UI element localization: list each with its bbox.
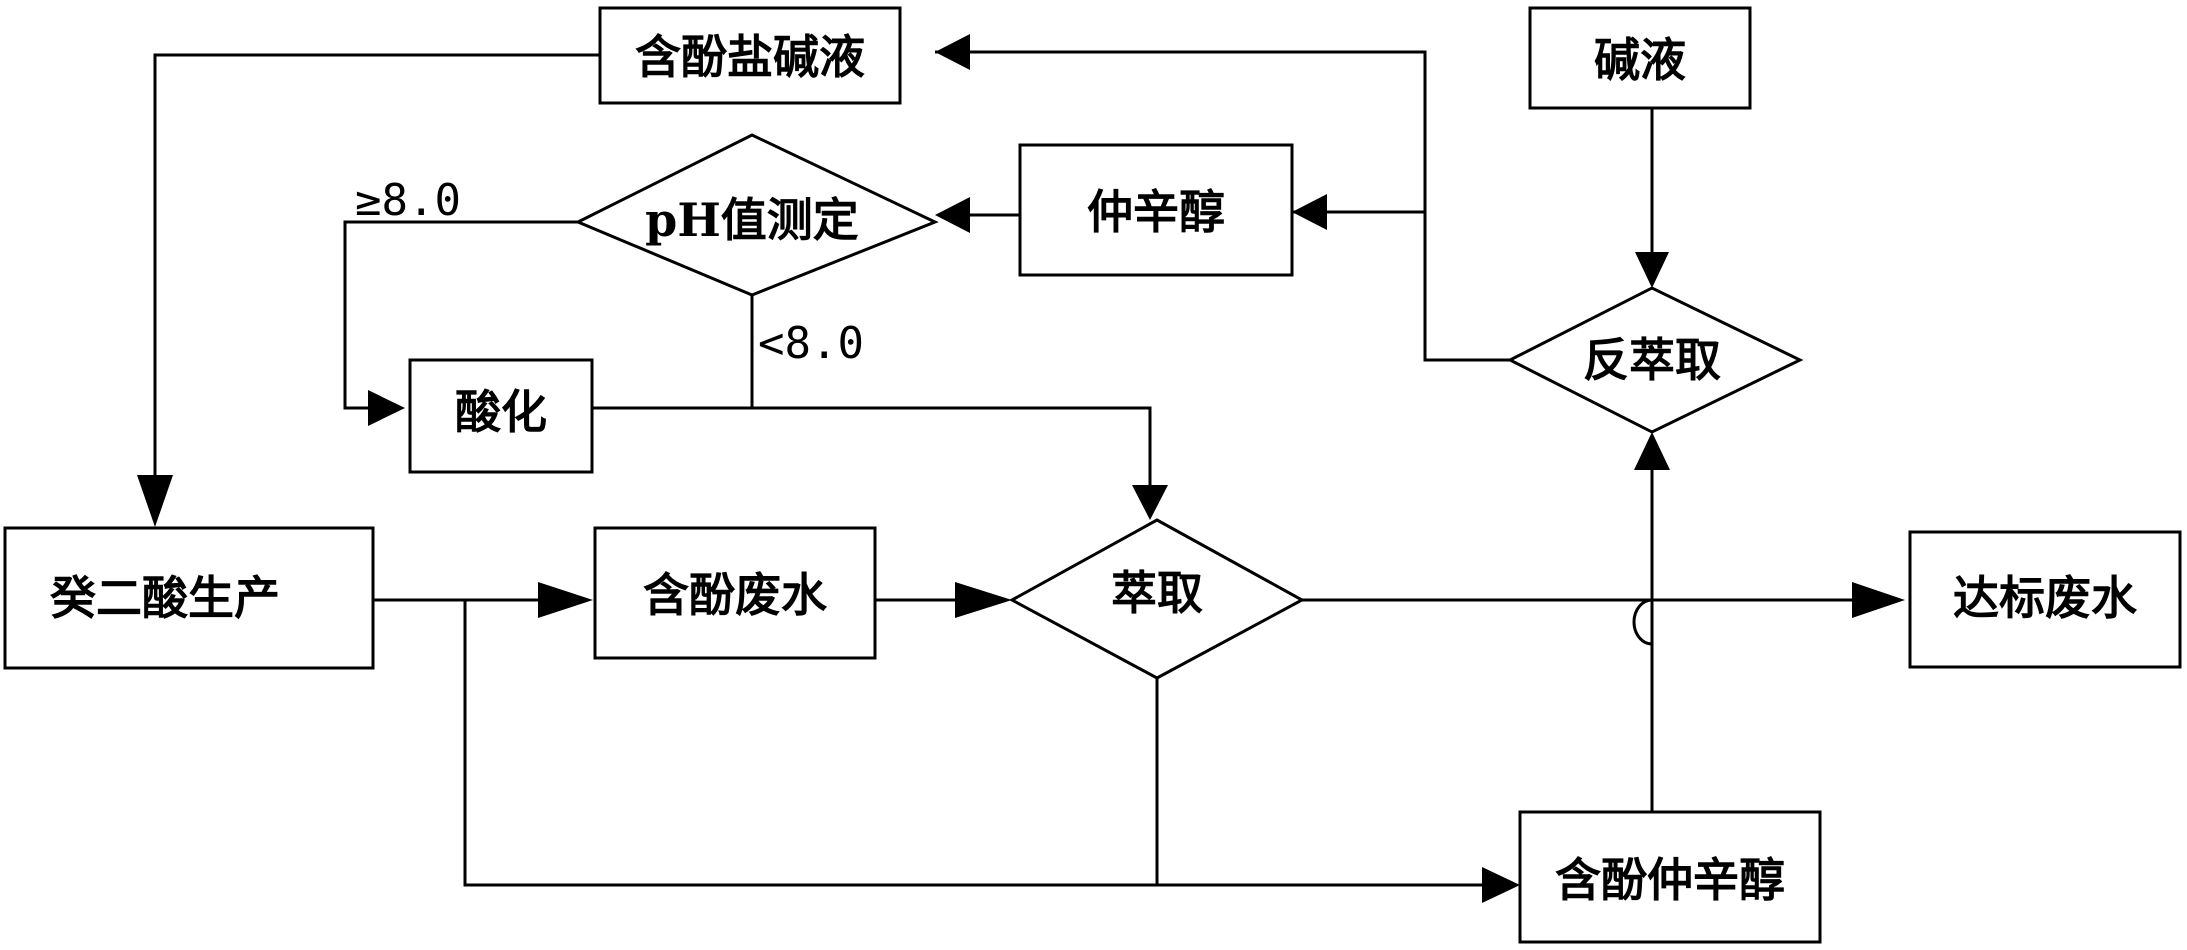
arrowhead-compliant bbox=[1852, 582, 1905, 618]
connector-loop-to-phenol-octanol bbox=[463, 600, 1482, 887]
node-phenol-wastewater-label: 含酚废水 bbox=[643, 568, 828, 622]
node-back-extract-label: 反萃取 bbox=[1583, 333, 1721, 387]
node-ph-test-label: pH值测定 bbox=[645, 193, 859, 247]
node-ph-test: pH值测定 bbox=[574, 133, 939, 297]
condition-ge-label: ≥8.0 bbox=[355, 175, 461, 226]
arrowhead-acidify bbox=[368, 390, 405, 426]
node-extract: 萃取 bbox=[1008, 518, 1306, 680]
node-acidify-label: 酸化 bbox=[455, 385, 547, 439]
condition-lt-label: <8.0 bbox=[758, 318, 864, 369]
connector-backextract-to-octanol bbox=[1292, 210, 1510, 362]
node-alkali-label: 碱液 bbox=[1594, 33, 1686, 87]
arrowhead-wastewater bbox=[538, 582, 593, 618]
node-back-extract: 反萃取 bbox=[1506, 286, 1804, 434]
connector-ph-to-acidify bbox=[343, 220, 578, 410]
arrowhead-ph bbox=[935, 197, 970, 233]
arrowhead-backextract-bottom bbox=[1634, 432, 1670, 470]
arrowhead-extract-left bbox=[955, 582, 1012, 618]
arrowhead-salt-alkali bbox=[935, 34, 970, 70]
node-compliant-wastewater-label: 达标废水 bbox=[1953, 571, 2138, 625]
connector-extract-to-compliant bbox=[1302, 598, 1852, 646]
node-sec-octanol-label: 仲辛醇 bbox=[1087, 185, 1225, 239]
node-sebacic-production-label: 癸二酸生产 bbox=[49, 571, 280, 625]
node-extract-label: 萃取 bbox=[1111, 566, 1203, 620]
node-phenol-octanol-label: 含酚仲辛醇 bbox=[1555, 853, 1785, 907]
node-phenol-wastewater: 含酚废水 bbox=[593, 526, 877, 660]
node-phenol-octanol: 含酚仲辛醇 bbox=[1518, 810, 1822, 944]
arrowhead-production bbox=[137, 475, 173, 527]
node-phenol-salt-alkali: 含酚盐碱液 bbox=[598, 6, 902, 105]
node-sec-octanol: 仲辛醇 bbox=[1018, 143, 1294, 277]
node-compliant-wastewater: 达标废水 bbox=[1908, 530, 2182, 669]
arrowhead-octanol bbox=[1292, 194, 1327, 230]
node-alkali: 碱液 bbox=[1528, 6, 1752, 110]
arrowhead-phenol-octanol bbox=[1482, 867, 1520, 903]
arrowhead-backextract-top bbox=[1635, 252, 1669, 288]
connector-salt-alkali-to-production bbox=[153, 53, 600, 478]
node-sebacic-production: 癸二酸生产 bbox=[3, 526, 375, 670]
arrowhead-extract-top bbox=[1132, 485, 1168, 520]
connector-backextract-to-salt-alkali bbox=[935, 50, 1427, 212]
node-phenol-salt-alkali-label: 含酚盐碱液 bbox=[635, 30, 865, 84]
connector-acidify-to-extract bbox=[592, 406, 1152, 485]
node-acidify: 酸化 bbox=[408, 358, 594, 474]
